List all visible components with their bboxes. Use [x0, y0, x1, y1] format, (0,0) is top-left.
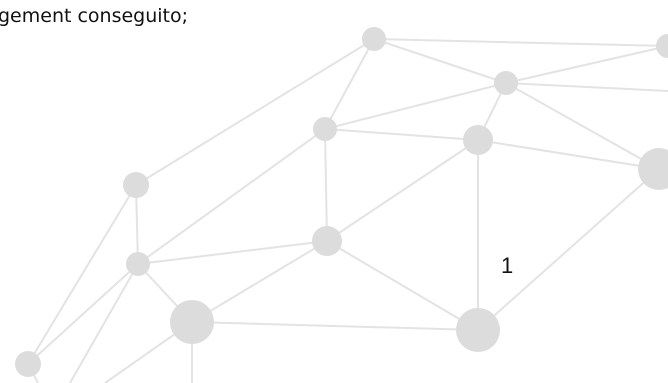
network-edge: [135, 38, 375, 186]
network-edge: [191, 240, 328, 323]
page-number: 1: [501, 253, 514, 278]
network-edge: [326, 240, 479, 331]
network-node: [126, 252, 150, 276]
network-edge: [135, 184, 139, 265]
network-edge: [324, 38, 375, 130]
network-edge: [27, 184, 137, 365]
network-node: [456, 308, 500, 352]
network-node: [313, 117, 337, 141]
network-edge: [477, 139, 660, 170]
network-edge: [324, 128, 479, 141]
network-edge: [69, 263, 139, 383]
network-node: [123, 172, 149, 198]
network-edge: [326, 139, 479, 242]
network-edge: [324, 82, 507, 130]
network-edge: [191, 321, 479, 331]
network-node: [494, 71, 518, 95]
network-edge: [137, 128, 326, 265]
network-edge: [477, 168, 660, 331]
network-edges: [27, 38, 668, 383]
network-edge: [373, 38, 668, 47]
body-text-fragment: gement conseguito;: [0, 5, 189, 27]
network-node: [362, 27, 386, 51]
network-edge: [324, 128, 328, 242]
network-node: [170, 300, 214, 344]
network-edge: [373, 38, 507, 84]
network-edge: [505, 82, 660, 170]
network-edge: [505, 45, 668, 84]
network-edge: [505, 82, 668, 92]
network-node: [15, 351, 41, 377]
network-nodes: [15, 27, 668, 377]
network-node: [638, 148, 668, 190]
network-node: [463, 125, 493, 155]
network-node: [656, 34, 668, 58]
network-edge: [27, 263, 139, 365]
network-node: [312, 226, 342, 256]
network-edge: [137, 240, 328, 265]
